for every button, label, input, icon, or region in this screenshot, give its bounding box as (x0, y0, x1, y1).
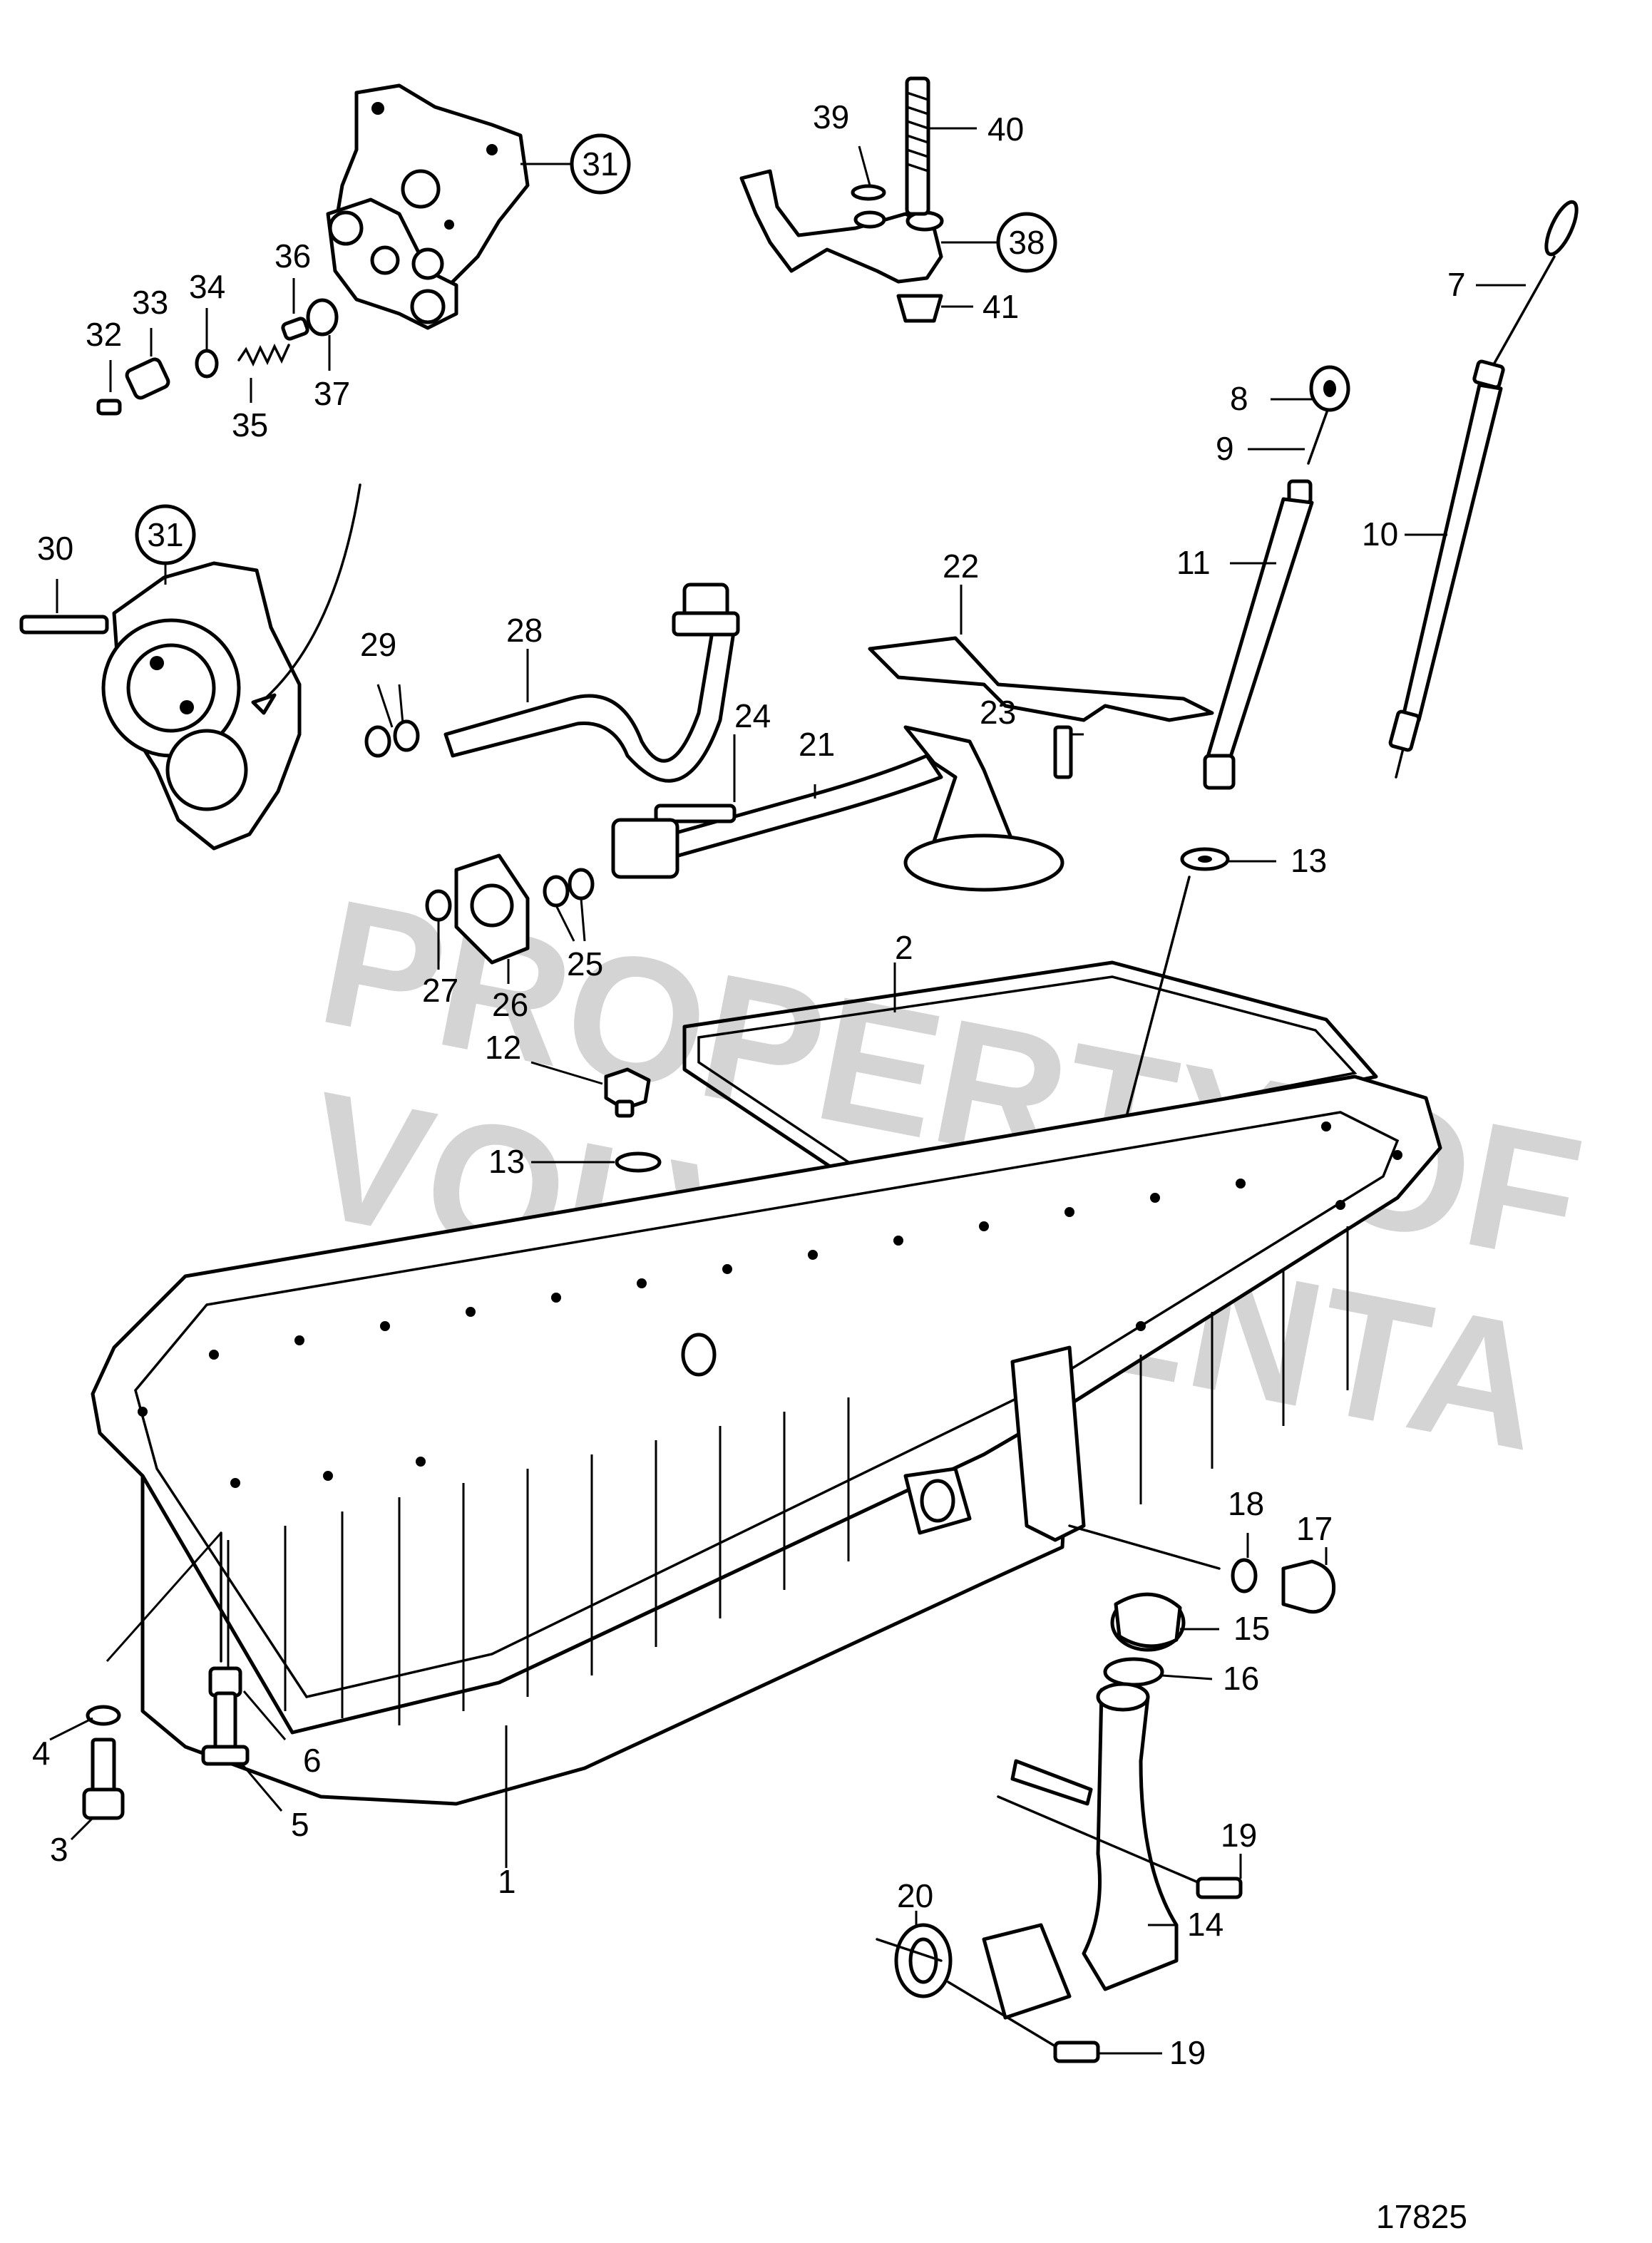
callout-27: 27 (422, 972, 458, 1009)
callout-38: 38 (1008, 224, 1045, 261)
callout-29: 29 (360, 626, 396, 663)
callout-32: 32 (86, 316, 122, 353)
callout-25: 25 (567, 945, 603, 982)
callout-37: 37 (314, 375, 350, 412)
oil-pan-bolts (49, 1666, 287, 1841)
callout-14: 14 (1187, 1906, 1223, 1943)
pickup-bracket-detail (739, 76, 998, 323)
callout-1: 1 (498, 1863, 516, 1900)
callout-7: 7 (1447, 266, 1466, 303)
flange-and-seals (425, 853, 595, 984)
callout-26: 26 (492, 986, 528, 1023)
callout-11: 11 (1176, 544, 1211, 581)
oil-filler-pipe (876, 1592, 1243, 2063)
callout-4: 4 (32, 1735, 51, 1772)
callout-17: 17 (1296, 1510, 1333, 1547)
callout-23: 23 (980, 694, 1016, 731)
callout-13-drain: 13 (488, 1143, 525, 1180)
suction-pipe-strainer (611, 585, 1214, 892)
callout-31-lower-ring (135, 504, 196, 565)
callout-18: 18 (1228, 1485, 1264, 1522)
callout-41: 41 (983, 288, 1019, 325)
callout-13-dipstick: 13 (1291, 842, 1327, 879)
callout-2: 2 (895, 929, 913, 966)
callout-12: 12 (485, 1029, 521, 1066)
callout-36: 36 (275, 237, 311, 274)
oil-delivery-pipe (364, 582, 740, 783)
callout-20: 20 (897, 1877, 933, 1914)
relief-valve-parts (96, 278, 339, 416)
callout-10: 10 (1362, 515, 1398, 553)
callout-16: 16 (1223, 1660, 1259, 1697)
callout-21: 21 (799, 726, 835, 763)
callout-31-lower: 31 (147, 516, 183, 553)
callout-33: 33 (132, 284, 168, 321)
callout-6: 6 (303, 1742, 322, 1779)
oil-pan (91, 1074, 1442, 1868)
callout-31-upper: 31 (582, 145, 618, 183)
oil-pump-gear-assembly (19, 483, 361, 851)
callout-24: 24 (734, 697, 771, 734)
callout-19-lower: 19 (1169, 2034, 1206, 2071)
callout-40: 40 (987, 111, 1024, 148)
callout-5: 5 (291, 1806, 309, 1843)
drawing-number: 17825 (1376, 2198, 1467, 2235)
callout-19-upper: 19 (1221, 1817, 1257, 1854)
callout-35: 35 (232, 406, 268, 443)
callout-39: 39 (813, 98, 849, 135)
callout-15: 15 (1233, 1610, 1270, 1647)
callout-9: 9 (1216, 430, 1234, 467)
callout-22: 22 (943, 548, 979, 585)
callout-31-upper-ring (570, 133, 631, 195)
callout-8: 8 (1230, 380, 1248, 417)
drain-plug (530, 1061, 662, 1173)
oil-pump-upper-detail (326, 83, 570, 330)
dipsticks (1203, 200, 1579, 790)
callout-34: 34 (189, 268, 225, 305)
callout-3: 3 (50, 1831, 68, 1868)
callout-labels: 1 2 3 4 5 6 7 8 9 10 11 12 13 13 14 15 1… (32, 98, 1466, 2071)
callout-28: 28 (506, 612, 543, 649)
side-plug (1068, 1524, 1336, 1614)
callout-30: 30 (37, 530, 73, 567)
callout-38-ring (996, 212, 1057, 273)
